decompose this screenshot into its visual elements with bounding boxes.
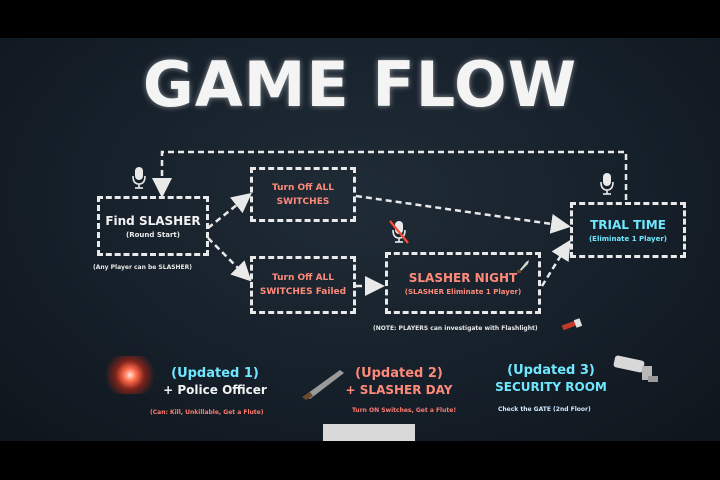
update-heading: (Updated 3)	[486, 363, 616, 378]
update-heading: (Updated 1)	[150, 366, 280, 381]
arrow-start-to-failed	[208, 238, 248, 278]
update-1-note: (Can: Kill, Unkillable, Get a Flute)	[150, 409, 263, 416]
node-label: SLASHER NIGHT	[409, 271, 517, 285]
update-body: + Police Officer	[150, 383, 280, 397]
note-investigate: (NOTE: PLAYERS can investigate with Flas…	[373, 325, 538, 332]
update-2: (Updated 2) + SLASHER DAY	[334, 366, 464, 397]
knife-icon	[516, 258, 532, 274]
node-label: Find SLASHER	[105, 214, 200, 228]
node-trial-time: TRIAL TIME (Eliminate 1 Player)	[570, 202, 686, 258]
node-label-line1: Turn Off ALL	[272, 271, 334, 285]
projection-screen: GAME FLOW Find SLASHER (Round Start) (An…	[0, 38, 720, 441]
update-1: (Updated 1) + Police Officer	[150, 366, 280, 397]
update-3-note: Check the GATE (2nd Floor)	[498, 406, 591, 413]
muted-microphone-icon	[388, 219, 410, 245]
update-2-note: Turn ON Switches, Get a Flute!	[352, 407, 456, 414]
flashlight-icon	[560, 318, 584, 332]
node-turn-off-failed: Turn Off ALL SWITCHES Failed	[250, 256, 356, 314]
note-any-player: (Any Player can be SLASHER)	[93, 264, 192, 271]
update-heading: (Updated 2)	[334, 366, 464, 381]
arrow-start-to-turnoff	[208, 196, 248, 228]
node-turn-off-switches: Turn Off ALL SWITCHES	[250, 167, 356, 222]
node-label-line2: SWITCHES Failed	[260, 285, 346, 299]
microphone-icon	[131, 166, 147, 190]
microphone-icon	[599, 172, 615, 196]
node-sub: (Round Start)	[126, 231, 180, 239]
arrow-night-to-trial	[542, 244, 568, 286]
node-label-line2: SWITCHES	[277, 195, 330, 209]
update-3: (Updated 3) SECURITY ROOM	[486, 363, 616, 394]
node-label-line1: Turn Off ALL	[272, 181, 334, 195]
node-sub: (Eliminate 1 Player)	[589, 235, 667, 243]
node-sub: (SLASHER Eliminate 1 Player)	[405, 288, 521, 296]
update-body: + SLASHER DAY	[334, 383, 464, 397]
update-body: SECURITY ROOM	[486, 380, 616, 394]
arrow-trial-loop	[162, 152, 626, 200]
security-camera-icon	[610, 354, 658, 384]
node-find-slasher: Find SLASHER (Round Start)	[97, 196, 209, 256]
projector-bar	[323, 424, 415, 441]
node-label: TRIAL TIME	[590, 218, 666, 232]
